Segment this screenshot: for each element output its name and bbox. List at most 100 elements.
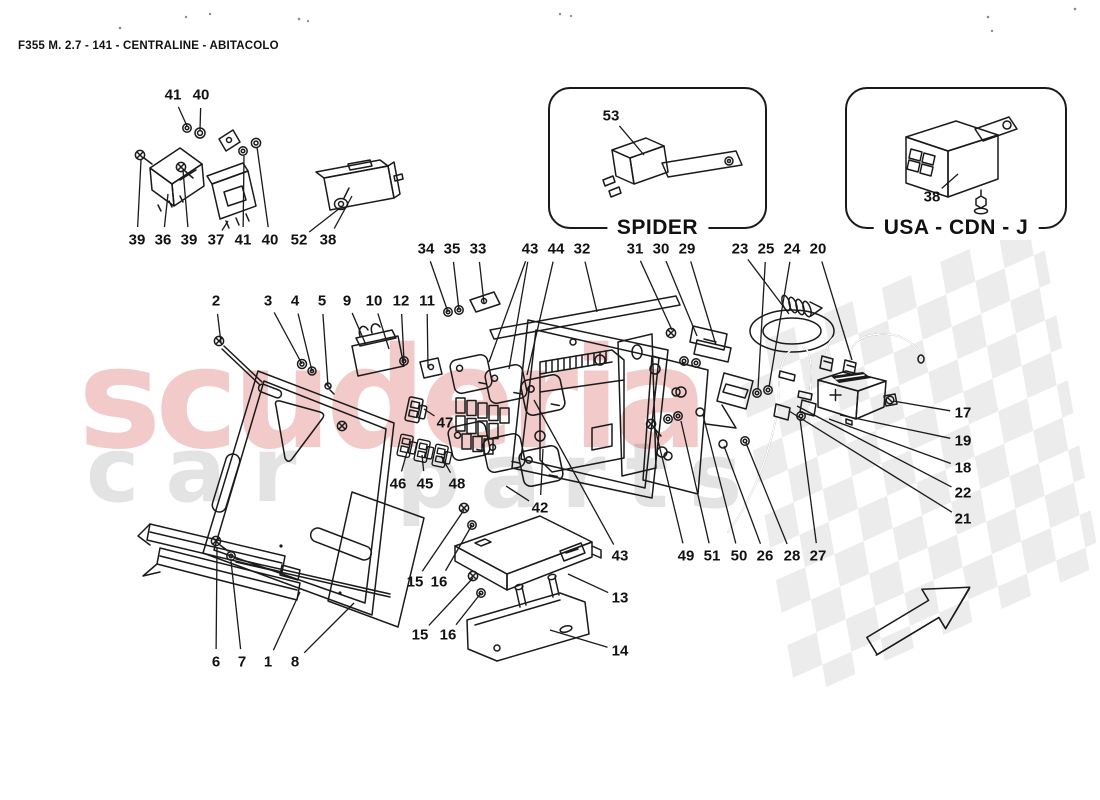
callout-34: 34 [417, 240, 435, 258]
fusebox-assembly [446, 333, 657, 489]
callout-38: 38 [319, 231, 337, 249]
flat-sheet [327, 491, 425, 628]
callout-48: 48 [448, 475, 466, 493]
callout-32: 32 [573, 240, 591, 258]
leader-line-46 [400, 451, 408, 472]
callout-11: 11 [419, 292, 435, 310]
callout-18: 18 [954, 459, 972, 477]
leader-line-1 [272, 591, 301, 651]
leader-line-21 [788, 410, 953, 513]
callout-44: 44 [547, 240, 565, 258]
callout-1: 1 [263, 653, 273, 671]
leader-line-34 [429, 261, 449, 313]
leader-line-8 [303, 602, 355, 654]
callout-25: 25 [757, 240, 775, 258]
callout-22: 22 [954, 484, 972, 502]
leader-line-42 [505, 485, 530, 502]
leader-line-5 [322, 313, 329, 387]
leader-line-48 [440, 455, 452, 474]
callout-33: 33 [469, 240, 487, 258]
callout-36: 36 [154, 231, 172, 249]
leader-line-9 [351, 312, 367, 346]
callout-23: 23 [731, 240, 749, 258]
mounting-panel [202, 335, 395, 616]
leader-line-14 [549, 629, 608, 648]
leader-line-27 [799, 418, 817, 544]
page-title: F355 M. 2.7 - 141 - CENTRALINE - ABITACO… [18, 40, 279, 52]
callout-39: 39 [128, 231, 146, 249]
leader-line-10 [377, 313, 390, 350]
callout-16: 16 [439, 626, 457, 644]
leader-line-38 [941, 173, 959, 189]
callout-39: 39 [180, 231, 198, 249]
leader-line-43 [533, 399, 615, 545]
callout-31: 31 [626, 240, 644, 258]
leader-line-43 [508, 261, 529, 370]
ecu-bracket-14 [466, 573, 590, 662]
callout-50: 50 [730, 547, 748, 565]
callout-16: 16 [430, 573, 448, 591]
callout-40: 40 [261, 231, 279, 249]
leader-line-53 [618, 125, 645, 156]
callout-28: 28 [783, 547, 801, 565]
leader-line-4 [297, 313, 313, 372]
leader-line-41 [177, 106, 188, 127]
leader-line-32 [584, 261, 598, 313]
leader-line-6 [215, 546, 218, 650]
callout-43: 43 [611, 547, 629, 565]
watermark-car: car [86, 418, 323, 523]
leader-line-28 [745, 442, 788, 545]
spider-variant-label: SPIDER [606, 216, 709, 240]
callout-20: 20 [809, 240, 827, 258]
callout-26: 26 [756, 547, 774, 565]
leader-line-47 [423, 408, 435, 417]
callout-9: 9 [342, 292, 352, 310]
leader-line-40 [256, 146, 269, 228]
dashboard-relays-group [134, 123, 404, 229]
leader-line-17 [892, 400, 951, 412]
callout-12: 12 [392, 292, 410, 310]
leader-line-11 [426, 313, 429, 369]
callout-8: 8 [290, 653, 300, 671]
callout-38: 38 [923, 188, 941, 206]
callout-45: 45 [416, 475, 434, 493]
ecu-module-13 [454, 502, 602, 598]
leader-line-43 [488, 260, 527, 363]
leader-line-7 [230, 560, 242, 650]
callout-19: 19 [954, 432, 972, 450]
leader-line-16 [444, 524, 473, 572]
spider-variant-box: SPIDER [548, 87, 767, 240]
callout-41: 41 [234, 231, 252, 249]
leader-line-15 [428, 577, 474, 626]
scan-specks [118, 7, 1077, 33]
callout-6: 6 [211, 653, 221, 671]
callout-51: 51 [703, 547, 721, 565]
callout-46: 46 [389, 475, 407, 493]
usa-cdn-j-variant-box: USA - CDN - J [845, 87, 1067, 240]
callout-29: 29 [678, 240, 696, 258]
connector-29-30 [665, 325, 732, 368]
leader-line-3 [273, 312, 303, 365]
leader-line-22 [796, 405, 952, 488]
callout-17: 17 [954, 404, 972, 422]
callout-30: 30 [652, 240, 670, 258]
leader-line-44 [526, 261, 554, 376]
leader-line-12 [401, 313, 405, 362]
leader-line-29 [690, 261, 717, 346]
leader-line-26 [723, 445, 762, 545]
leader-line-52 [308, 207, 341, 233]
usa-cdn-j-variant-label: USA - CDN - J [873, 216, 1039, 240]
leader-line-38 [333, 195, 353, 229]
leader-line-39 [182, 169, 189, 228]
callout-41: 41 [164, 86, 182, 104]
callout-14: 14 [611, 642, 629, 660]
leader-line-50 [702, 414, 737, 544]
leader-line-30 [665, 260, 698, 337]
callout-4: 4 [290, 292, 300, 310]
leader-line-16 [455, 592, 482, 626]
leader-line-24 [768, 261, 791, 388]
callout-3: 3 [263, 292, 273, 310]
spider-relay-art [602, 137, 743, 198]
leader-line-25 [757, 261, 766, 390]
